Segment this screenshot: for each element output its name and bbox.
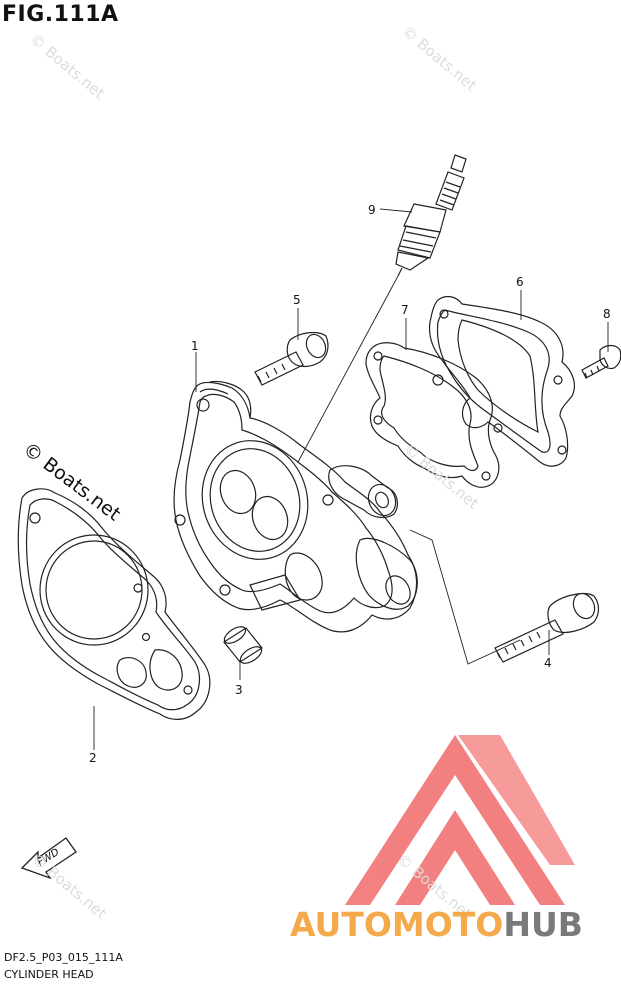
callout-9: 9: [368, 203, 376, 217]
cover-gasket: [365, 342, 500, 488]
callout-1: 1: [191, 339, 199, 353]
head-cover: [428, 295, 575, 467]
spark-plug: [395, 154, 467, 277]
callout-7: 7: [401, 303, 409, 317]
head-gasket: [17, 488, 211, 720]
callout-2: 2: [89, 751, 97, 765]
figure-name: CYLINDER HEAD: [4, 968, 94, 981]
long-bolt: [494, 592, 600, 663]
brand-part2: HUB: [503, 905, 583, 944]
cylinder-head: [173, 380, 418, 633]
callout-5: 5: [293, 293, 301, 307]
dowel-pin: [223, 626, 263, 664]
short-bolt: [254, 331, 329, 386]
callout-numbers: 1 2 3 4 5 6 7 8 9 FWD: [36, 203, 611, 869]
callout-6: 6: [516, 275, 524, 289]
callout-4: 4: [544, 656, 552, 670]
brand-logo-icon: [345, 735, 575, 905]
leader-lines: [93, 208, 609, 750]
figure-code: DF2.5_P03_015_111A: [4, 951, 123, 964]
fwd-arrow-icon: [20, 837, 77, 880]
callout-8: 8: [603, 307, 611, 321]
brand-part1: AUTOMOTO: [290, 905, 504, 944]
brand-wordmark: AUTOMOTOHUB: [290, 905, 583, 944]
small-bolt: [581, 344, 621, 379]
callout-3: 3: [235, 683, 243, 697]
figure-title: FIG.111A: [2, 2, 119, 27]
